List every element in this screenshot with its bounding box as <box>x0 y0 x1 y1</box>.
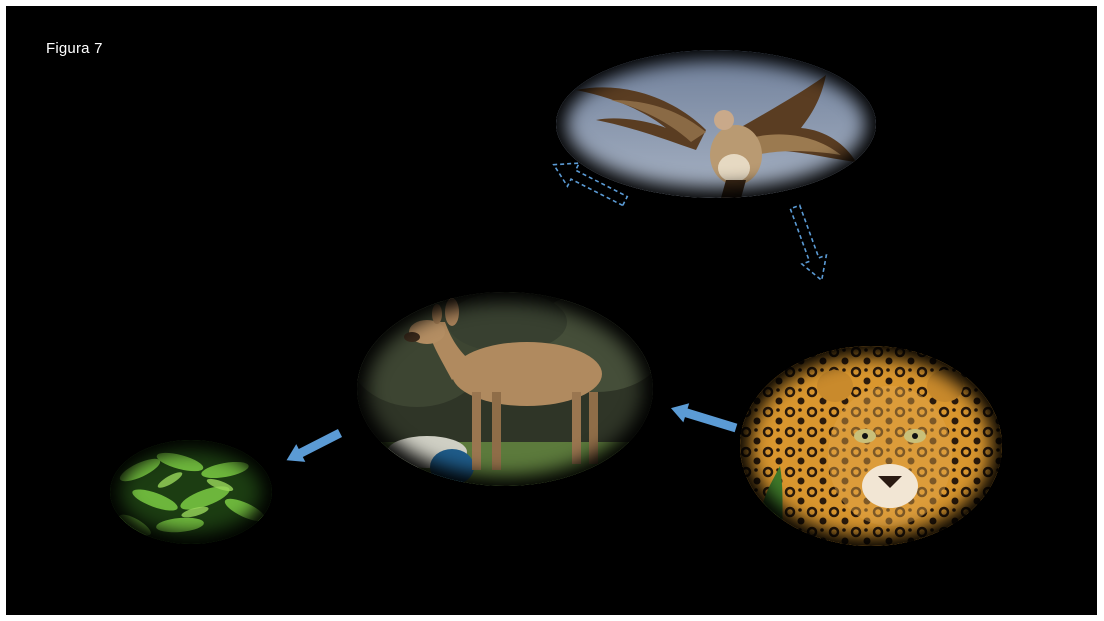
figure-label: Figura 7 <box>46 40 103 57</box>
fern-plant-photo <box>110 440 272 544</box>
vulture-photo <box>556 50 876 198</box>
arrow-jaguar-to-deer <box>668 399 739 438</box>
deer-photo <box>357 292 653 486</box>
slide: Figura 7 <box>6 6 1097 615</box>
jaguar-photo <box>740 346 1002 546</box>
arrow-vulture-to-jaguar <box>783 203 834 285</box>
arrow-deer-to-plant <box>282 424 345 469</box>
